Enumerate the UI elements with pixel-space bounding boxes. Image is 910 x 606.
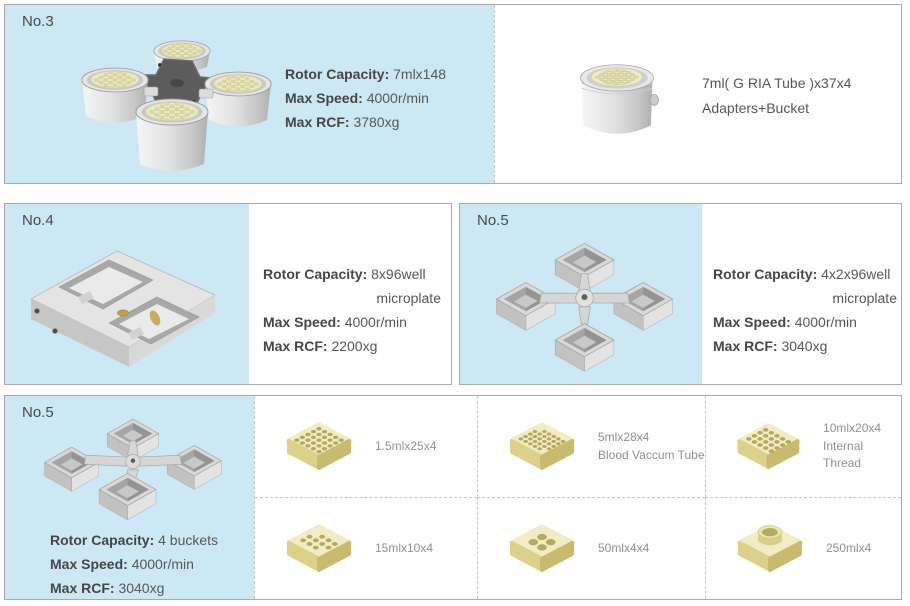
spec-label: Max Speed:	[285, 90, 363, 106]
adapter-1-5ml-image	[281, 417, 357, 476]
adapter-label-line1: 10mlx20x4	[823, 421, 882, 436]
adapter-label-line1: 50mlx4x4	[598, 540, 650, 555]
panel-no4-id: No.4	[22, 212, 54, 229]
spec-value: 3040xg	[781, 338, 828, 354]
panel-no5-top: No.5 Rotor Capacity: 4x2x96well micropla…	[459, 203, 902, 385]
rotor-no3-image	[81, 40, 272, 171]
spec-label: Rotor Capacity:	[50, 532, 155, 548]
adapter-label: 1.5mlx25x4	[375, 438, 436, 455]
spec-value: 4000r/min	[131, 556, 194, 572]
adapter-label-line1: 250mlx4	[826, 540, 872, 555]
adapter-15ml-image	[281, 519, 357, 578]
rotor-no4-specs: Rotor Capacity: 8x96well microplate Max …	[263, 262, 443, 358]
spec-max-speed: Max Speed: 4000r/min	[263, 310, 443, 334]
rotor-no5-bottom-specs: Rotor Capacity: 4 buckets Max Speed: 400…	[50, 528, 218, 599]
spec-rotor-capacity: Rotor Capacity: 4 buckets	[50, 528, 218, 552]
spec-label: Rotor Capacity:	[713, 266, 818, 282]
adapter-label: 10mlx20x4 Internal Thread	[823, 420, 901, 472]
spec-value: 4x2x96well	[821, 266, 891, 282]
spec-label: Rotor Capacity:	[263, 266, 368, 282]
panel-no5-bottom-id: No.5	[22, 404, 54, 421]
bucket-adapter-image	[580, 64, 659, 134]
spec-value: 2200xg	[331, 338, 378, 354]
adapter-cell-250ml: 250mlx4	[705, 497, 901, 599]
spec-value: 3780xg	[353, 114, 400, 130]
panel-no3-id: No.3	[22, 13, 54, 30]
adapter-label: 5mlx28x4 Blood Vaccum Tube	[598, 429, 705, 464]
spec-value: 4000r/min	[794, 314, 857, 330]
spec-value: 3040xg	[118, 580, 165, 596]
spec-label: Max RCF:	[285, 114, 350, 130]
rotor-no5-bottom-image	[44, 418, 222, 521]
rotor-no5-top-specs: Rotor Capacity: 4x2x96well microplate Ma…	[713, 262, 899, 358]
spec-max-rcf: Max RCF: 3040xg	[50, 576, 218, 599]
rotor-no4-image	[30, 250, 216, 367]
spec-rotor-capacity-cont: microplate	[713, 286, 899, 310]
spec-label: Max RCF:	[50, 580, 115, 596]
adapter-cell-50ml: 50mlx4x4	[477, 497, 705, 599]
rotor-no3-specs: Rotor Capacity: 7mlx148 Max Speed: 4000r…	[285, 62, 446, 134]
adapter-50ml-image	[504, 519, 580, 578]
spec-rotor-capacity: Rotor Capacity: 4x2x96well	[713, 262, 899, 286]
panel-no5-bottom: No.5 Rotor Capacity: 4 buckets Max Speed…	[4, 395, 902, 600]
adapter-10ml-image	[732, 417, 805, 476]
spec-rotor-capacity: Rotor Capacity: 7mlx148	[285, 62, 446, 86]
accessory-caption: 7ml( G RIA Tube )x37x4 Adapters+Bucket	[702, 71, 851, 121]
spec-rotor-capacity: Rotor Capacity: 8x96well	[263, 262, 443, 286]
panel-no5-top-id: No.5	[477, 212, 509, 229]
adapter-label: 50mlx4x4	[598, 540, 649, 557]
adapter-label-line1: 1.5mlx25x4	[375, 438, 437, 453]
spec-max-speed: Max Speed: 4000r/min	[713, 310, 899, 334]
panel-no3: No.3 Rotor Capacity: 7mlx148 Max Speed: …	[4, 4, 902, 184]
spec-label: Max Speed:	[713, 314, 791, 330]
adapter-label: 250mlx4	[826, 540, 871, 557]
accessory-caption-line2: Adapters+Bucket	[702, 100, 810, 116]
spec-value: microplate	[376, 290, 441, 306]
spec-label: Max RCF:	[713, 338, 778, 354]
spec-max-rcf: Max RCF: 3780xg	[285, 110, 446, 134]
panel-no4: No.4 Rotor Capacity: 8x96well microplate…	[4, 203, 452, 385]
adapter-label-line1: 5mlx28x4	[598, 430, 650, 445]
adapter-5ml-image	[504, 417, 580, 476]
adapter-cell-5ml: 5mlx28x4 Blood Vaccum Tube	[477, 396, 705, 497]
spec-value: 8x96well	[371, 266, 426, 282]
spec-value: 4000r/min	[366, 90, 429, 106]
spec-value: 7mlx148	[393, 66, 447, 82]
spec-value: 4000r/min	[344, 314, 407, 330]
adapter-250ml-image	[732, 519, 808, 578]
spec-value: 4 buckets	[158, 532, 219, 548]
adapter-label-line2: Blood Vaccum Tube	[598, 447, 705, 462]
spec-label: Max Speed:	[263, 314, 341, 330]
adapter-label: 15mlx10x4	[375, 540, 433, 557]
accessory-caption-line1: 7ml( G RIA Tube )x37x4	[702, 75, 852, 91]
spec-rotor-capacity-cont: microplate	[263, 286, 443, 310]
vertical-dashed-divider	[494, 5, 495, 183]
spec-label: Max Speed:	[50, 556, 128, 572]
spec-max-speed: Max Speed: 4000r/min	[285, 86, 446, 110]
rotor-no5-top-image	[496, 242, 673, 372]
adapter-label-line2: Internal Thread	[823, 438, 864, 471]
spec-label: Max RCF:	[263, 338, 328, 354]
spec-label: Rotor Capacity:	[285, 66, 390, 82]
adapter-label-line1: 15mlx10x4	[375, 540, 434, 555]
adapter-cell-15ml: 15mlx10x4	[255, 497, 477, 599]
adapter-grid: 1.5mlx25x4 5mlx28x4 Blood Vaccum Tube 10…	[254, 396, 901, 599]
adapter-cell-1-5ml: 1.5mlx25x4	[255, 396, 477, 497]
adapter-cell-10ml: 10mlx20x4 Internal Thread	[705, 396, 901, 497]
spec-value: microplate	[832, 290, 897, 306]
spec-max-speed: Max Speed: 4000r/min	[50, 552, 218, 576]
spec-max-rcf: Max RCF: 2200xg	[263, 334, 443, 358]
spec-max-rcf: Max RCF: 3040xg	[713, 334, 899, 358]
